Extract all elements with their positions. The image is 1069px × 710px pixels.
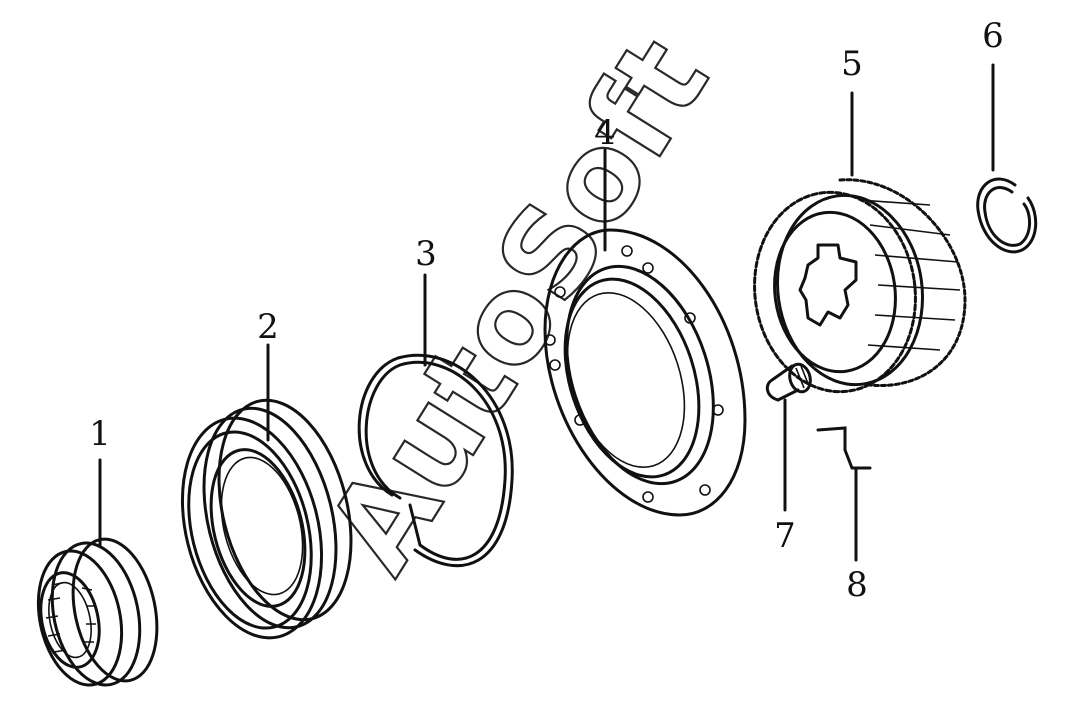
callout-4: 4 [594, 113, 616, 153]
watermark: AutoSoft [301, 15, 737, 597]
callout-6: 6 [982, 16, 1004, 56]
part-7-pin [765, 362, 812, 402]
part-8-bracket [816, 426, 872, 470]
callout-8: 8 [846, 565, 868, 605]
callout-labels: 1 2 3 4 5 6 7 8 [89, 16, 1004, 605]
callout-2: 2 [257, 307, 279, 347]
part-6-circlip [976, 177, 1038, 254]
bolt-holes [544, 245, 724, 503]
part-4-flange-plate [543, 228, 747, 517]
leader-lines [98, 63, 995, 562]
part-2-bearing [180, 398, 353, 640]
callout-1: 1 [89, 414, 111, 454]
part-3-snap-ring [357, 353, 514, 568]
callout-3: 3 [415, 234, 437, 274]
part-5-gear [753, 178, 967, 394]
callout-7: 7 [774, 516, 796, 556]
part-1-splined-hub [36, 537, 159, 687]
callout-5: 5 [841, 44, 863, 84]
watermark-text: AutoSoft [302, 16, 736, 596]
